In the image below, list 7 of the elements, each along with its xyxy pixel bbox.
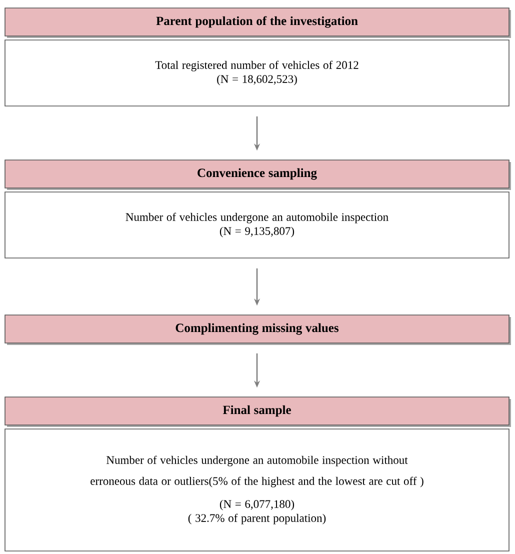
header-box: Convenience sampling [4,160,511,190]
text-box: Number of vehicles undergone an automobile inspection (N = 9,135,807) [4,192,510,258]
text-box: Total registered number of vehicles of 2012 (N = 18,602,523) [4,40,510,106]
header-box: Parent population of the investigation [4,8,511,38]
header-box: Complimenting missing values [4,314,511,345]
text-box: Number of vehicles undergone an automobile inspection without erroneous data or outliers(5% of the highest and the lowest are cut off ) (N = 6,077,180) ( 32.7% of parent population) [4,428,510,552]
header-box: Final sample [4,396,511,427]
